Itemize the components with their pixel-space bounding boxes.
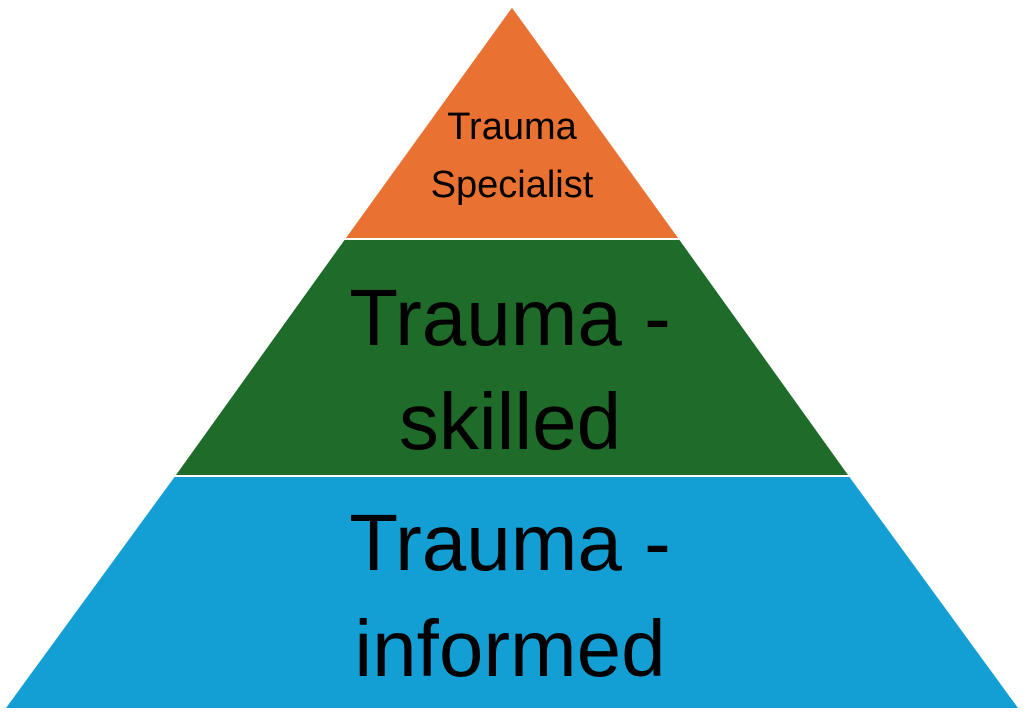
tier-bottom-line-1: Trauma - bbox=[349, 498, 671, 587]
tier-label-trauma-skilled: Trauma - skilled bbox=[260, 266, 760, 474]
tier-top-line-1: Trauma bbox=[447, 106, 577, 148]
tier-label-trauma-informed: Trauma - informed bbox=[260, 490, 760, 702]
tier-middle-line-1: Trauma - bbox=[349, 273, 671, 362]
pyramid-tier-bottom bbox=[2, 475, 1022, 710]
tier-middle-line-2: skilled bbox=[398, 377, 622, 466]
tier-bottom-line-2: informed bbox=[354, 604, 666, 693]
tier-top-line-2: Specialist bbox=[430, 164, 594, 206]
tier-label-trauma-specialist: Trauma Specialist bbox=[362, 98, 662, 214]
